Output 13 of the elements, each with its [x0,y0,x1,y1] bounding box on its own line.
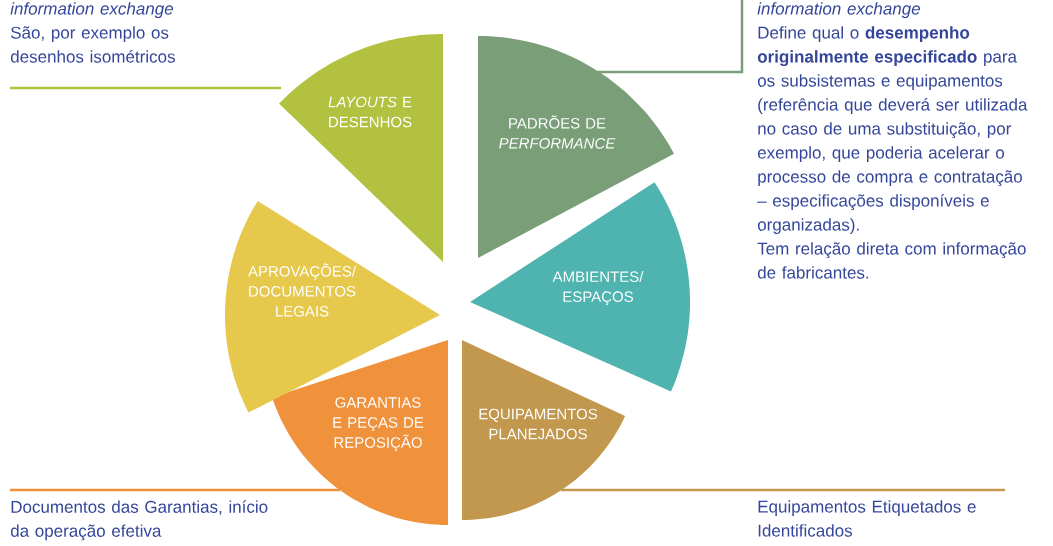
pie-wedge: GARANTIAS E PEÇAS DE REPOSIÇÃO [272,340,448,525]
annotation-text: information exchange São, por exemplo os desenhos isométricos [10,2,175,63]
pie-wedge: EQUIPAMENTOS PLANEJADOS [462,340,626,520]
annotation-text: information exchange Define qual o desempenho originalmente especificado para os subsistemas e equipamentos (referência que deverá ser utilizada no caso de uma substituição, por exemplo, que poderia acelerar o processo de compra e contratação – especificações disponíveis e organizadas). Tem relação direta com informação de fabricantes. [757,2,1028,279]
annotation-text: Equipamentos Etiquetados e Identificados [758,500,976,537]
pie-wedge: PADRÕES DE PERFORMANCE [478,36,674,258]
leader-line [10,86,281,90]
pie-wedge: LAYOUTS E DESENHOS [279,34,443,262]
leader-line [597,0,744,74]
leader-line [10,488,340,492]
annotation-text: Documentos das Garantias, início da operação efetiva [10,500,268,541]
leader-line [561,488,1005,492]
pie-wedge: AMBIENTES/ ESPAÇOS [470,182,690,392]
